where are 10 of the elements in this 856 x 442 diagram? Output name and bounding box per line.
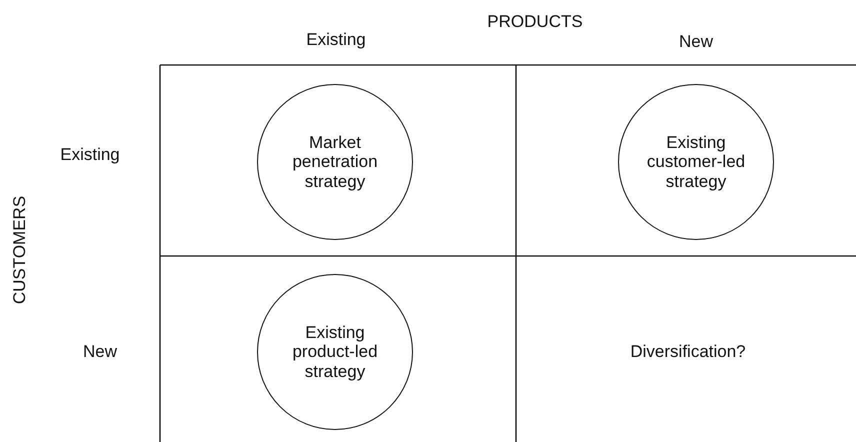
strategy-name: Existing customer-led strategy xyxy=(646,132,746,192)
column-heading: New xyxy=(679,32,713,52)
quadrant-label: Diversification? xyxy=(630,342,746,362)
row-heading: New xyxy=(83,342,117,362)
strategy-name: Market penetration strategy xyxy=(291,132,379,192)
axis-title: CUSTOMERS xyxy=(10,196,30,304)
row-heading: Existing xyxy=(60,145,120,165)
column-heading: Existing xyxy=(306,30,366,50)
strategy-name: Existing product-led strategy xyxy=(291,322,379,382)
axis-title: PRODUCTS xyxy=(487,12,583,32)
